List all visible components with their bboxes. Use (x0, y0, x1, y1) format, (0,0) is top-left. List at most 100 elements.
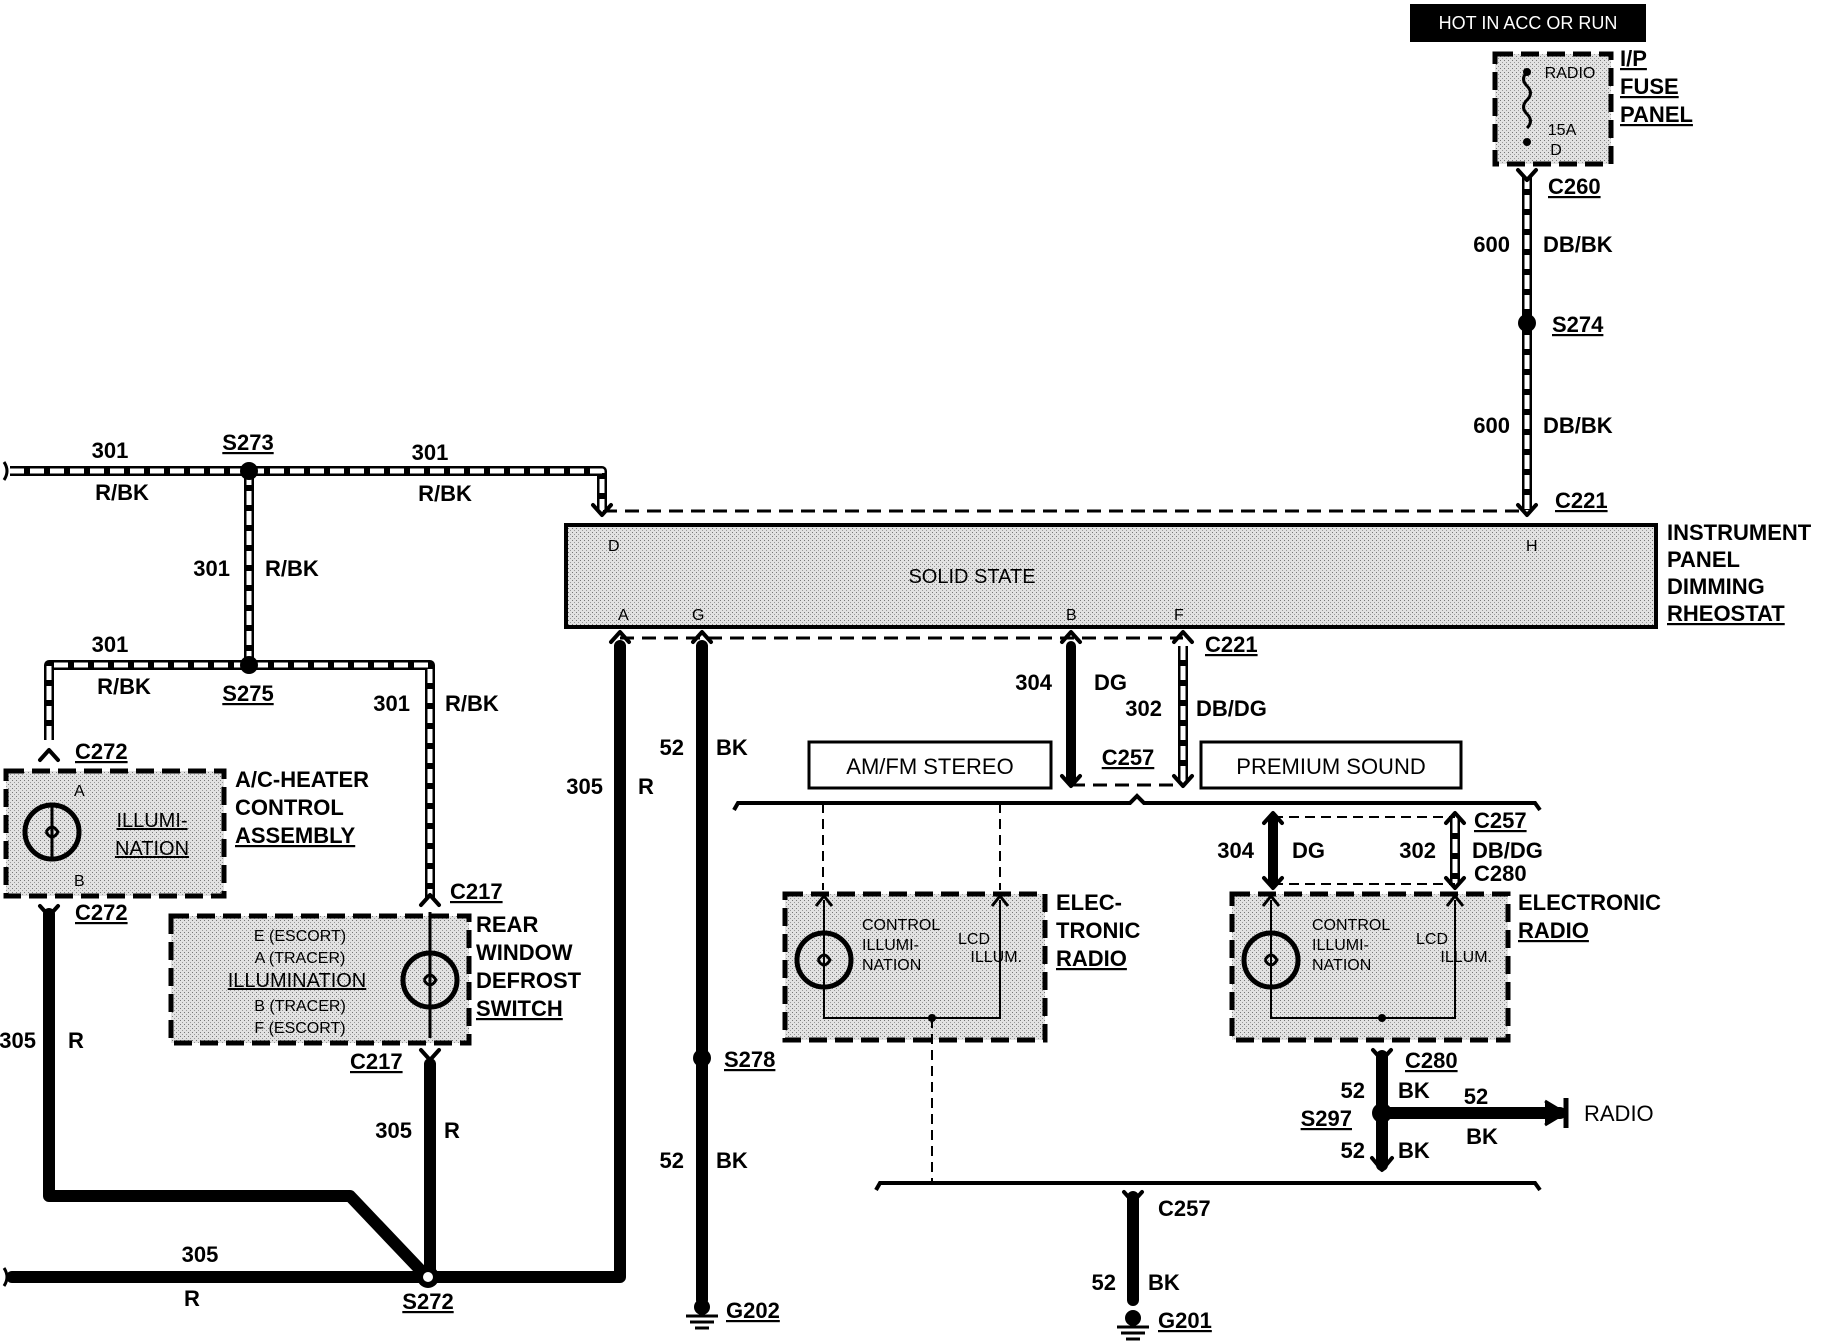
option-premium: PREMIUM SOUND (1199, 740, 1463, 790)
circuit-302-right: 302 (1399, 838, 1436, 863)
defrost-switch: E (ESCORT) A (TRACER) ILLUMINATION B (TR… (168, 893, 582, 1062)
connector-c217-bottom: C217 (350, 1049, 403, 1074)
connector-c257-mid: C257 (1102, 745, 1155, 770)
circuit-302-top-color: DB/DG (1196, 696, 1267, 721)
connector-c257-bottom: C257 (1158, 1196, 1211, 1221)
rheostat-pin-f: F (1174, 607, 1184, 624)
splice-s274-dot (1518, 314, 1536, 332)
circuit-301-right-color: R/BK (418, 481, 472, 506)
splice-s273: S273 (222, 430, 273, 455)
defrost-pin-4: F (ESCORT) (254, 1020, 345, 1037)
circuit-304-top: 304 (1015, 670, 1052, 695)
ac-pin-b: B (74, 873, 85, 890)
circuit-305-mid-color: R (444, 1118, 460, 1143)
connector-c280-top: C280 (1474, 861, 1527, 886)
rheostat-pin-b: B (1066, 607, 1077, 624)
circuit-52-d: 52 (1341, 1138, 1365, 1163)
circuit-52-b: 52 (660, 1148, 684, 1173)
ground-g201: G201 (1158, 1308, 1212, 1333)
circuit-301-vert: 301 (193, 556, 230, 581)
defrost-body: ILLUMINATION (228, 970, 367, 992)
circuit-305-left: 305 (0, 1028, 36, 1053)
defrost-pin-3: B (TRACER) (254, 998, 346, 1015)
radio1-name-3: RADIO (1056, 946, 1127, 971)
radio2-name-1: ELECTRONIC (1518, 890, 1661, 915)
wire-305 (2, 630, 631, 1288)
rheostat-body: SOLID STATE (908, 566, 1035, 588)
fuse-rating: 15A (1548, 122, 1577, 139)
circuit-600-b-color: DB/BK (1543, 413, 1613, 438)
ac-pin-a: A (74, 783, 85, 800)
wire-52-g202 (686, 630, 718, 1330)
circuit-52-b-color: BK (716, 1148, 748, 1173)
defrost-pin-1: E (ESCORT) (254, 928, 346, 945)
wire-52-g201 (1117, 1190, 1149, 1341)
radio2-body-2: ILLUMI- (1312, 937, 1369, 954)
circuit-305-bottom: 305 (182, 1242, 219, 1267)
circuit-52-e: 52 (1464, 1084, 1488, 1109)
splice-s278: S278 (724, 1047, 775, 1072)
circuit-600-b: 600 (1473, 413, 1510, 438)
rheostat-name-2: PANEL (1667, 547, 1740, 572)
ac-body-2: NATION (115, 838, 189, 860)
circuit-52-a: 52 (660, 735, 684, 760)
wire-301-network (2, 461, 613, 900)
power-label: HOT IN ACC OR RUN (1439, 13, 1618, 33)
splice-s278-dot (693, 1049, 711, 1067)
fuse-pin: D (1550, 142, 1562, 159)
option-bus-bottom (874, 1181, 1542, 1192)
splice-s297: S297 (1301, 1106, 1352, 1131)
circuit-305-mid: 305 (375, 1118, 412, 1143)
circuit-302-top: 302 (1125, 696, 1162, 721)
wire-304-302-top (1060, 630, 1194, 788)
circuit-52-c: 52 (1341, 1078, 1365, 1103)
circuit-600-a-color: DB/BK (1543, 232, 1613, 257)
circuit-301-left-color: R/BK (95, 480, 149, 505)
circuit-52-f-color: BK (1148, 1270, 1180, 1295)
radio2-lcd-1: LCD (1416, 931, 1448, 948)
rheostat-pin-a: A (618, 607, 629, 624)
radio2-body-3: NATION (1312, 957, 1371, 974)
connector-c260: C260 (1548, 174, 1601, 199)
circuit-301-lower-right: 301 (373, 691, 410, 716)
ac-body-1: ILLUMI- (116, 810, 187, 832)
connector-c272-top: C272 (75, 739, 128, 764)
option-bus-top (732, 793, 1542, 812)
circuit-304-right-color: DG (1292, 838, 1325, 863)
radio-label: RADIO (1584, 1101, 1654, 1126)
radio1-name-1: ELEC- (1056, 890, 1122, 915)
ac-name-2: CONTROL (235, 795, 344, 820)
defrost-name-1: REAR (476, 912, 538, 937)
radio1-body-3: NATION (862, 957, 921, 974)
connector-c217-top: C217 (450, 879, 503, 904)
wire-304-302-right (1262, 811, 1466, 890)
defrost-name-2: WINDOW (476, 940, 573, 965)
rheostat: SOLID STATE D H A G B F INSTRUMENT PANEL… (564, 509, 1812, 640)
option-am-fm: AM/FM STEREO (807, 740, 1053, 790)
connector-c272-bottom: C272 (75, 900, 128, 925)
splice-s272: S272 (402, 1289, 453, 1314)
ground-g202: G202 (726, 1298, 780, 1323)
connector-c221-top: C221 (1555, 488, 1608, 513)
circuit-301-right: 301 (412, 440, 449, 465)
electronic-radio-2: CONTROL ILLUMI- NATION LCD ILLUM. ELECTR… (1229, 890, 1661, 1043)
circuit-305-main-color: R (638, 774, 654, 799)
splice-s275-dot (240, 656, 258, 674)
circuit-305-bottom-color: R (184, 1286, 200, 1311)
splice-s273-dot (240, 462, 258, 480)
defrost-name-3: DEFROST (476, 968, 582, 993)
connector-c221-bottom: C221 (1205, 632, 1258, 657)
circuit-301-lower-left-color: R/BK (97, 674, 151, 699)
radio1-body-1: CONTROL (862, 917, 940, 934)
option-premium-label: PREMIUM SOUND (1236, 754, 1425, 779)
radio1-lcd-2: ILLUM. (970, 949, 1022, 966)
circuit-52-d-color: BK (1398, 1138, 1430, 1163)
circuit-302-right-color: DB/DG (1472, 838, 1543, 863)
fuse-panel-name-3: PANEL (1620, 102, 1693, 127)
wire-52-s297 (1370, 1048, 1569, 1172)
fuse-panel-name-2: FUSE (1620, 74, 1679, 99)
rheostat-name-1: INSTRUMENT (1667, 520, 1812, 545)
circuit-305-left-color: R (68, 1028, 84, 1053)
circuit-52-e-color: BK (1466, 1124, 1498, 1149)
